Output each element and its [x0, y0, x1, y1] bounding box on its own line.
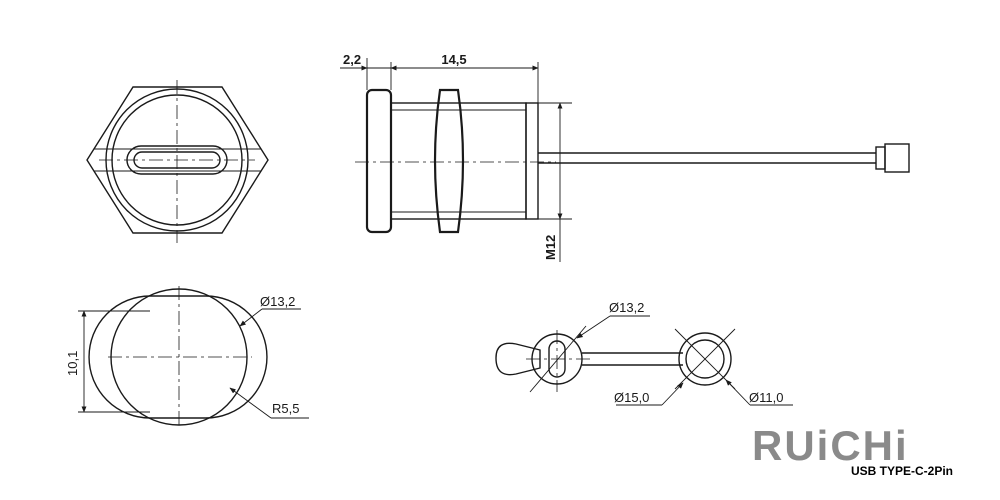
diameter-line	[674, 328, 736, 390]
leader-arrow	[576, 315, 611, 339]
dim-thread: M12	[543, 235, 558, 260]
inner-ring	[685, 339, 725, 379]
hex-nut-outline	[86, 86, 269, 234]
dim-body-length: 14,5	[441, 52, 466, 67]
threaded-body	[390, 102, 527, 220]
front-view	[86, 80, 269, 243]
branding: RUiCHi USB TYPE-C-2Pin	[752, 422, 953, 478]
dim-diameter-inner: Ø11,0	[749, 390, 783, 405]
rear-cap	[525, 102, 539, 220]
dim-flange-thickness: 2,2	[343, 52, 361, 67]
panel-cutout-view: 10,1 Ø13,2 R5,5	[65, 286, 309, 428]
leader-arrow	[229, 387, 272, 419]
leader-arrow	[661, 382, 684, 406]
dim-diameter-panel: Ø13,2	[260, 294, 295, 309]
dim-radius: R5,5	[272, 401, 299, 416]
connector-plug	[884, 143, 910, 173]
side-nut	[433, 88, 465, 234]
model-label: USB TYPE-C-2Pin	[851, 464, 953, 478]
dim-diameter-outer: Ø15,0	[614, 390, 649, 405]
outer-ring	[678, 332, 732, 386]
leader-arrow	[725, 379, 751, 406]
connector-body	[875, 146, 886, 170]
cutout-flat-profile	[88, 295, 268, 419]
flange	[365, 88, 393, 234]
dim-diameter-top: Ø13,2	[609, 300, 644, 315]
top-view: Ø13,2 Ø15,0 Ø11,0	[495, 300, 793, 406]
side-view: 2,2 14,5 M12	[340, 52, 910, 262]
dim-width-flat: 10,1	[65, 351, 80, 376]
ruichi-logo: RUiCHi	[752, 422, 909, 469]
leader-arrow	[239, 308, 263, 327]
